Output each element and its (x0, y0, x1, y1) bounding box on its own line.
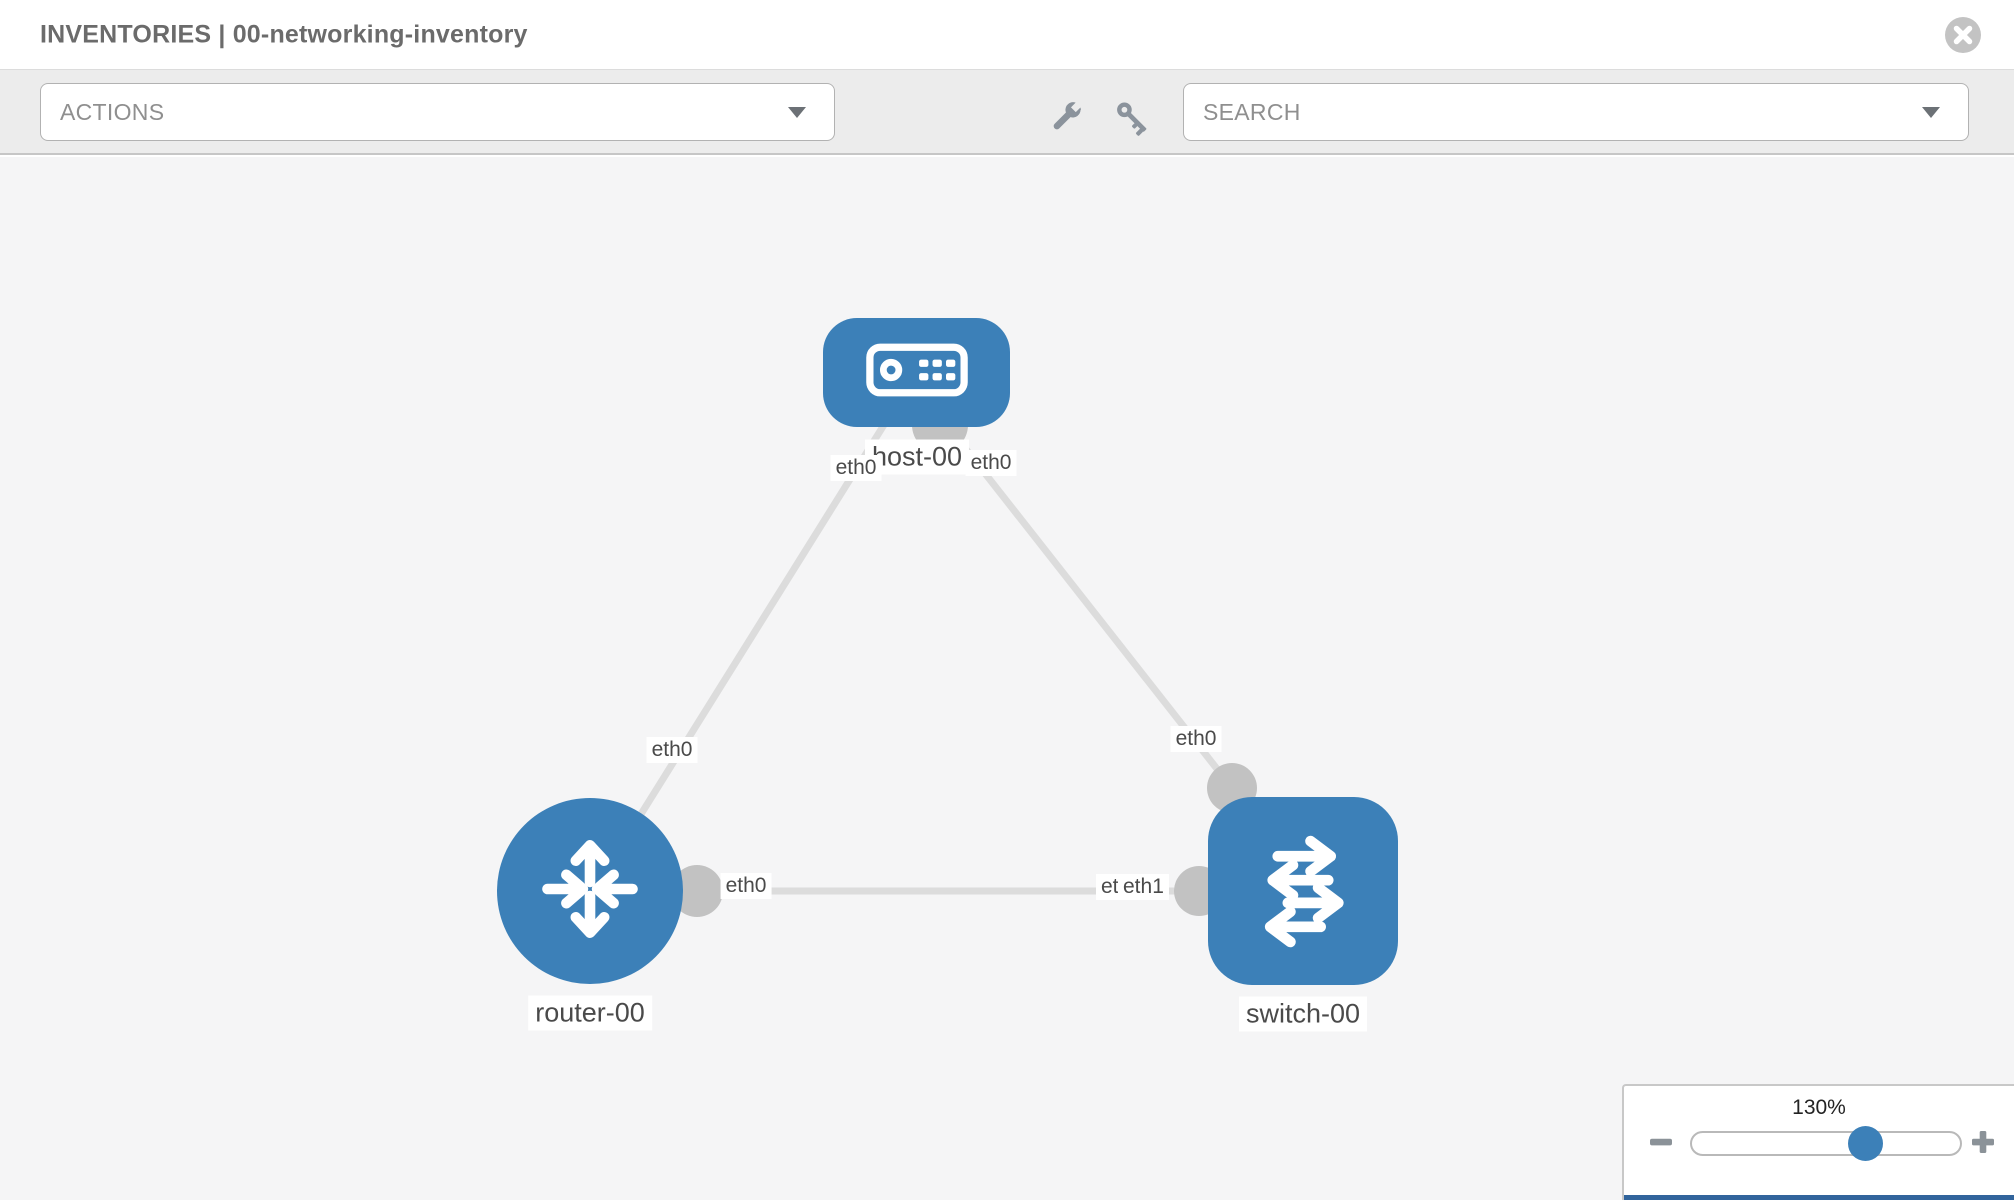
close-button[interactable] (1944, 16, 1982, 54)
zoom-level: 130% (1792, 1096, 1846, 1119)
search-dropdown[interactable]: SEARCH (1183, 83, 1969, 141)
node-label-router: router-00 (528, 995, 652, 1031)
zoom-out-button[interactable] (1646, 1128, 1676, 1158)
wrench-icon (1048, 100, 1084, 139)
accent-bar (1624, 1195, 2014, 1200)
switch-icon (1240, 826, 1366, 957)
close-icon (1944, 17, 1982, 57)
zoom-slider-thumb[interactable] (1848, 1126, 1883, 1161)
toolbar: ACTIONS SEARCH (0, 70, 2014, 155)
chevron-down-icon (1922, 107, 1940, 118)
interface-label: eth0 (1170, 726, 1222, 752)
zoom-control-panel: 130% (1622, 1084, 2014, 1200)
node-router-00[interactable] (497, 798, 683, 984)
node-label-switch: switch-00 (1238, 996, 1368, 1032)
node-switch-00[interactable] (1208, 797, 1398, 985)
interface-label: eth1 (1118, 874, 1169, 900)
interface-label: eth0 (720, 873, 772, 899)
tools-button[interactable] (1044, 97, 1088, 141)
router-icon (531, 830, 649, 953)
link-host-router (610, 418, 890, 861)
host-icon (865, 341, 969, 404)
plus-icon (1969, 1128, 1997, 1159)
minus-icon (1647, 1128, 1675, 1159)
endpoint-router-right (671, 865, 723, 917)
zoom-in-button[interactable] (1968, 1128, 1998, 1158)
page-title: INVENTORIES | 00-networking-inventory (40, 20, 528, 48)
interface-label: eth0 (646, 737, 698, 763)
key-icon (1110, 97, 1155, 142)
search-dropdown-label: SEARCH (1203, 98, 1301, 125)
modal-header: INVENTORIES | 00-networking-inventory (0, 0, 2014, 70)
node-label-host: host-00 (864, 439, 970, 475)
topology-canvas[interactable]: host-00 router-00 switch-00 eth0 eth0 et… (0, 157, 2014, 1200)
actions-dropdown-label: ACTIONS (60, 98, 165, 125)
links-layer (610, 397, 1280, 917)
zoom-slider[interactable] (1690, 1126, 1962, 1161)
interface-label: eth0 (965, 450, 1017, 476)
actions-dropdown[interactable]: ACTIONS (40, 83, 835, 141)
chevron-down-icon (788, 107, 806, 118)
interface-label: eth0 (830, 455, 882, 481)
credentials-button[interactable] (1110, 97, 1154, 141)
node-host-00[interactable] (823, 318, 1010, 427)
